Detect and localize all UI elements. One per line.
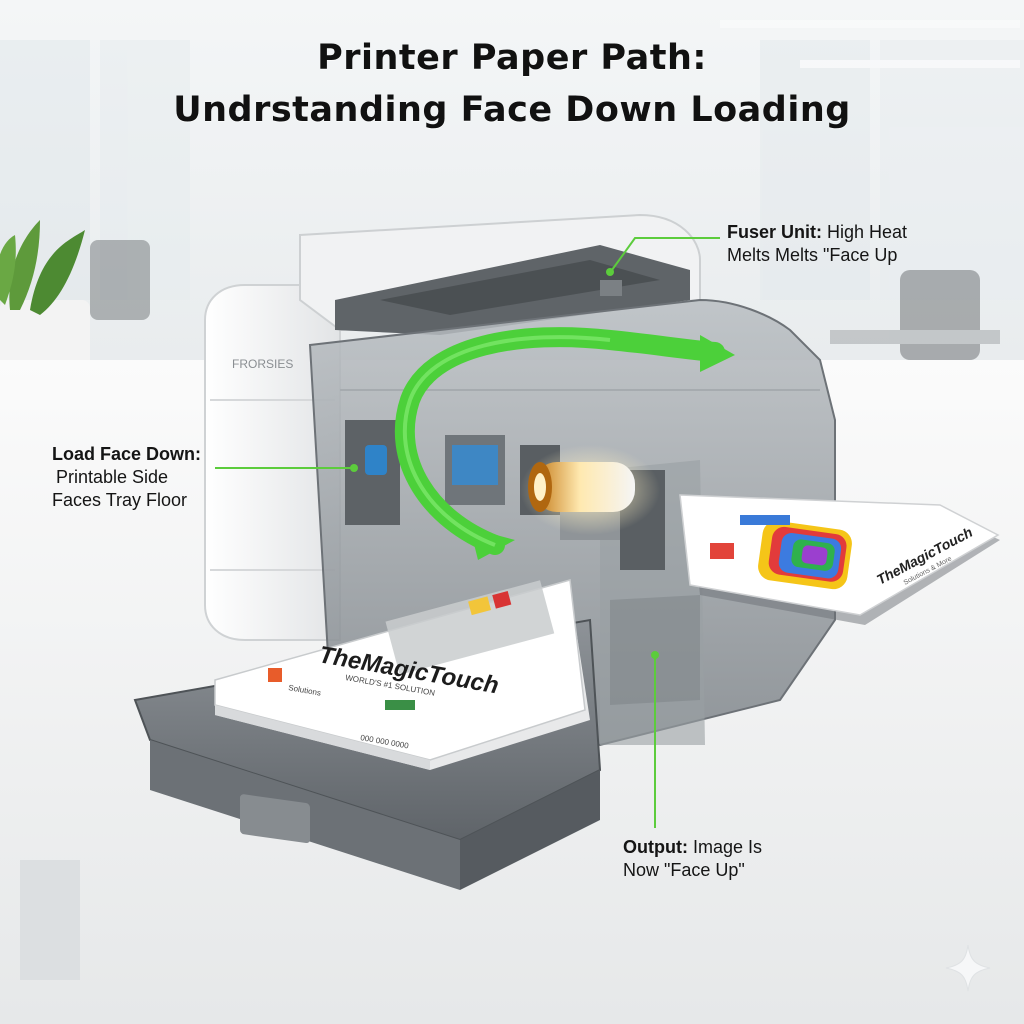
- callout-output-heading: Output:: [623, 837, 688, 857]
- callout-fuser-unit: Fuser Unit: High Heat Melts Melts "Face …: [727, 221, 967, 267]
- page-title-line-1: Printer Paper Path:: [317, 38, 707, 78]
- callout-load-face-down: Load Face Down: Printable Side Faces Tra…: [52, 443, 252, 512]
- sparkle-icon: [945, 944, 991, 992]
- paper-path-arrowhead-top: [700, 335, 735, 372]
- callout-output-line2: Now "Face Up": [623, 860, 745, 880]
- callout-load-line1: Printable Side: [56, 467, 169, 487]
- output-paper: [679, 494, 1000, 625]
- callout-leaders: [215, 237, 720, 828]
- callout-fuser-line2: Melts Melts "Face Up: [727, 245, 898, 265]
- callout-fuser-text1: High Heat: [822, 222, 908, 242]
- callout-output-text1: Image Is: [687, 837, 762, 857]
- callout-fuser-heading: Fuser Unit:: [727, 222, 823, 242]
- tray-paper-stack: [214, 579, 590, 770]
- printer-brand-label: FRORSIES: [232, 357, 293, 371]
- callout-load-line2: Faces Tray Floor: [52, 490, 188, 510]
- page-title-line-2: Undrstanding Face Down Loading: [173, 90, 851, 130]
- callout-output: Output: Image Is Now "Face Up": [623, 836, 843, 882]
- fuser-roller: [535, 462, 635, 512]
- callout-load-heading: Load Face Down:: [52, 444, 202, 464]
- desk-leg: [20, 860, 80, 980]
- office-windows: [0, 20, 1024, 300]
